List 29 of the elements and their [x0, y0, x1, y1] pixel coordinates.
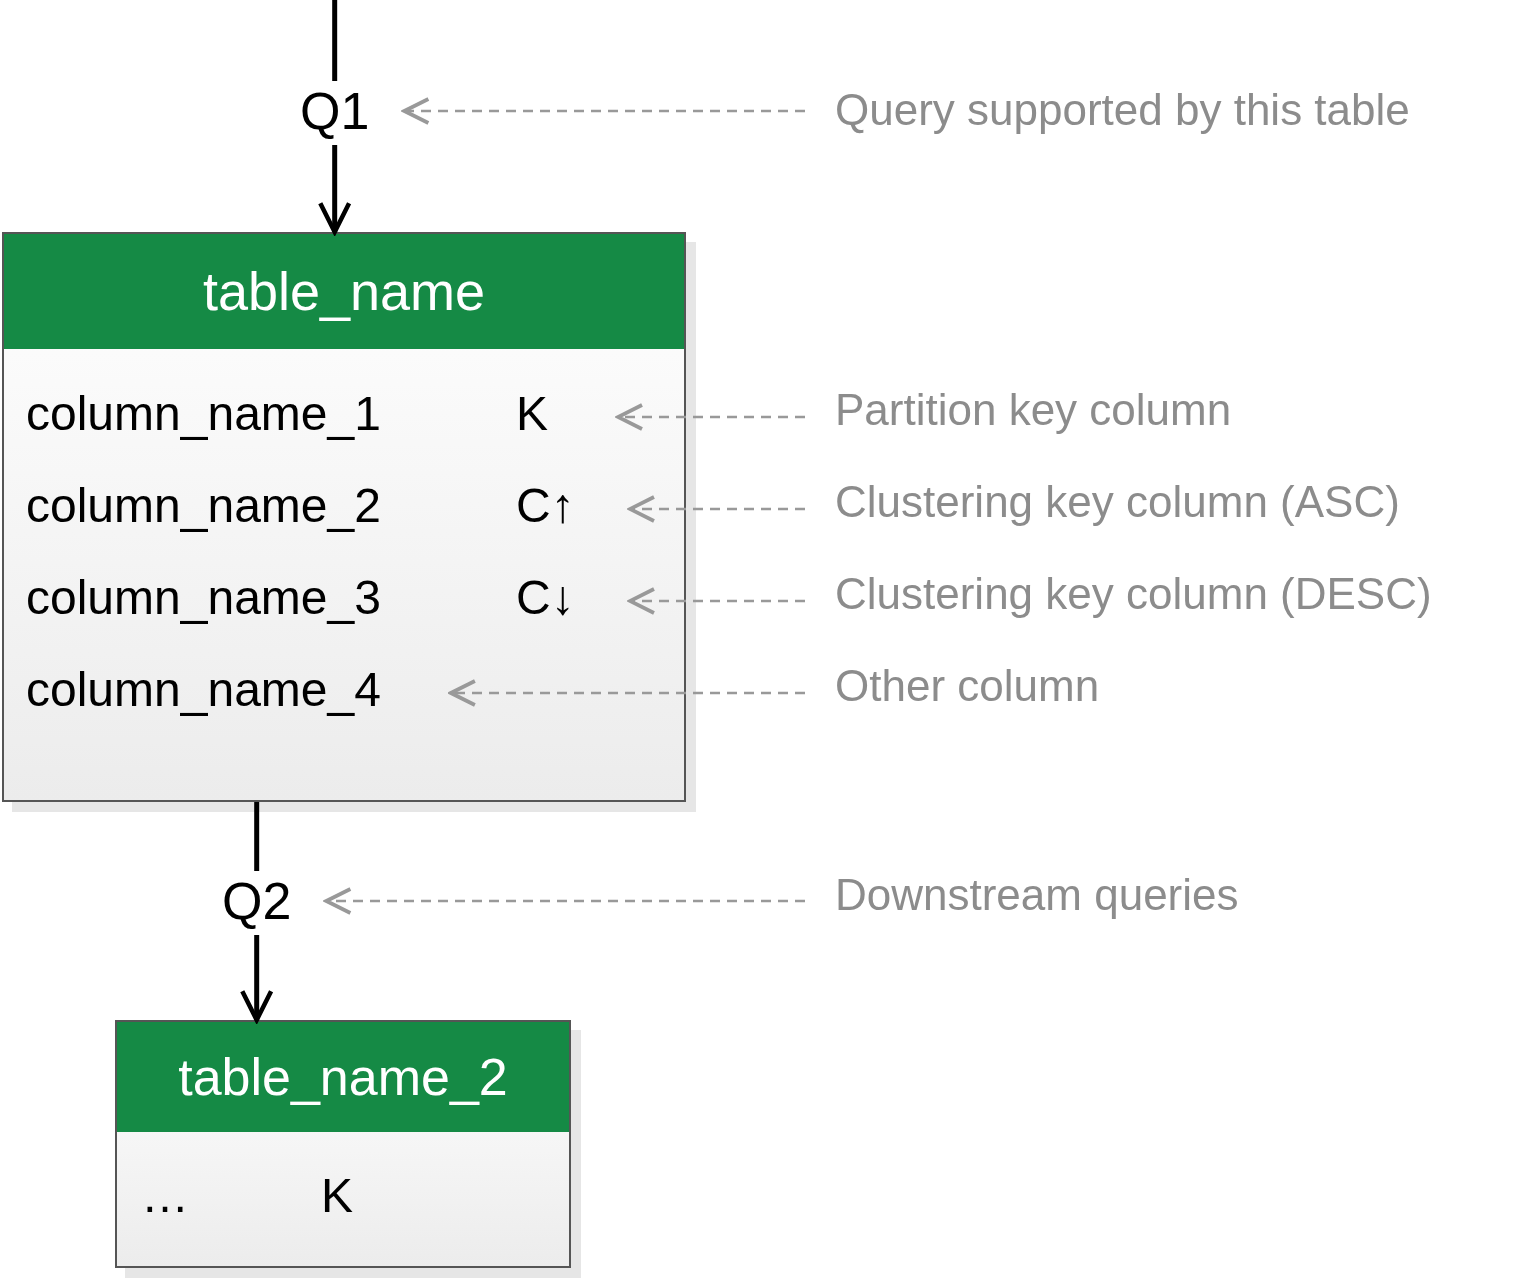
leader-arrow	[449, 679, 805, 707]
key-marker: K	[321, 1172, 353, 1220]
leader-arrow	[402, 97, 805, 125]
connector-line	[332, 0, 338, 81]
connector-line	[254, 802, 260, 871]
leader-arrow	[628, 495, 805, 523]
annotation-text: Downstream queries	[835, 873, 1239, 917]
column-name: …	[141, 1172, 189, 1220]
annotation-text: Query supported by this table	[835, 88, 1410, 132]
annotation-text: Clustering key column (ASC)	[835, 480, 1400, 524]
annotation-text: Partition key column	[835, 388, 1232, 432]
leader-arrow	[324, 887, 805, 915]
column-name: column_name_2	[26, 482, 381, 530]
query-label: Q2	[222, 875, 292, 927]
leader-arrow	[628, 587, 805, 615]
annotation-text: Other column	[835, 664, 1100, 708]
column-name: column_name_3	[26, 574, 381, 622]
column-name: column_name_1	[26, 390, 381, 438]
annotation-text: Clustering key column (DESC)	[835, 572, 1432, 616]
leader-arrow	[616, 403, 805, 431]
key-marker: C↓	[516, 574, 575, 622]
arrow	[240, 935, 274, 1023]
table-header: table_name_2	[117, 1022, 569, 1132]
key-marker: C↑	[516, 482, 575, 530]
query-label: Q1	[300, 85, 370, 137]
table-header: table_name	[4, 234, 684, 349]
column-name: column_name_4	[26, 666, 381, 714]
key-marker: K	[516, 390, 548, 438]
arrow	[318, 145, 352, 235]
